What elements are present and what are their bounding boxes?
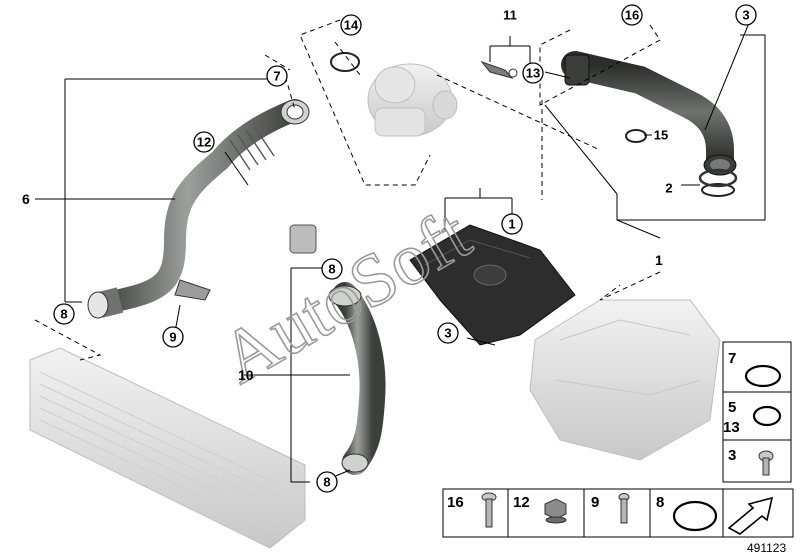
callout-number: 13 (526, 66, 540, 81)
legend-right-5: 5 (728, 399, 736, 416)
callout-14: 14 (340, 14, 362, 36)
callout-9: 9 (162, 326, 184, 348)
label-10: 10 (238, 367, 254, 383)
label-6: 6 (22, 191, 30, 207)
callout-16: 16 (621, 4, 643, 26)
callout-circle (53, 303, 75, 325)
callout-number: 7 (273, 69, 280, 84)
callout-number: 16 (625, 8, 639, 23)
callout-number: 2 (665, 181, 672, 196)
callout-number: 8 (328, 262, 335, 277)
diagram-number: 491123 (747, 541, 786, 555)
callout-circle (621, 4, 643, 26)
callout-3: 3 (735, 4, 757, 26)
callout-number: 14 (344, 18, 359, 33)
hose-clamp-2 (698, 168, 738, 188)
callout-2: 2 (665, 181, 672, 196)
leader-lines (34, 19, 766, 483)
callout-number: 3 (742, 8, 749, 23)
callout-circle (340, 14, 362, 36)
legend-right-13: 13 (723, 419, 740, 436)
charge-air-hose-10 (289, 224, 386, 475)
bolt-icon (618, 493, 630, 524)
ghost-turbocharger (367, 63, 458, 137)
callout-number: 8 (323, 475, 330, 490)
o-ring-15 (625, 129, 647, 143)
callout-circle (522, 62, 544, 84)
callout-number: 15 (654, 128, 668, 143)
legend-right-3: 3 (728, 447, 736, 464)
callout-number: 9 (169, 330, 176, 345)
label-1: 1 (655, 252, 663, 268)
nut-icon (544, 498, 567, 524)
callout-12: 12 (193, 131, 215, 153)
callout-circle (437, 322, 459, 344)
legend-right-column: 7 5 13 3 (722, 341, 792, 483)
o-ring-icon (672, 500, 718, 532)
callout-8: 8 (316, 471, 338, 493)
callout-13: 13 (522, 62, 544, 84)
ghost-intercooler (29, 347, 306, 549)
legend-bottom-12: 12 (513, 494, 530, 511)
callout-circle (162, 326, 184, 348)
callout-number: 1 (508, 217, 515, 232)
legend-bottom-9: 9 (591, 494, 599, 511)
callout-circle (266, 65, 288, 87)
callout-11: 11 (503, 8, 517, 23)
callout-8: 8 (321, 258, 343, 280)
sensor-11-13 (480, 60, 518, 79)
ghost-air-filter-housing (529, 299, 721, 461)
legend-bottom-row: 16 12 9 8 (442, 488, 794, 538)
callout-7: 7 (266, 65, 288, 87)
o-ring-icon (752, 405, 782, 427)
arrow-icon (727, 496, 774, 535)
legend-bottom-16: 16 (447, 494, 464, 511)
callout-circle (735, 4, 757, 26)
o-ring-14 (330, 52, 360, 72)
callout-15: 15 (654, 128, 668, 143)
callout-circle (193, 131, 215, 153)
callout-circle (316, 471, 338, 493)
legend-bottom-8: 8 (656, 494, 664, 511)
sealing-plate (409, 224, 576, 346)
callout-circle (321, 258, 343, 280)
intake-pipe-1 (561, 51, 737, 197)
callout-1: 1 (501, 213, 523, 235)
callout-number: 12 (197, 135, 211, 150)
callout-number: 11 (503, 8, 517, 23)
callout-number: 8 (60, 307, 67, 322)
callout-3: 3 (437, 322, 459, 344)
callout-number: 3 (444, 326, 451, 341)
o-ring-icon (744, 364, 782, 388)
callout-8: 8 (53, 303, 75, 325)
screw-icon (758, 450, 774, 476)
callout-circle (501, 213, 523, 235)
charge-air-hose-6 (87, 99, 310, 319)
legend-right-7: 7 (728, 350, 736, 367)
bolt-icon (481, 492, 497, 528)
